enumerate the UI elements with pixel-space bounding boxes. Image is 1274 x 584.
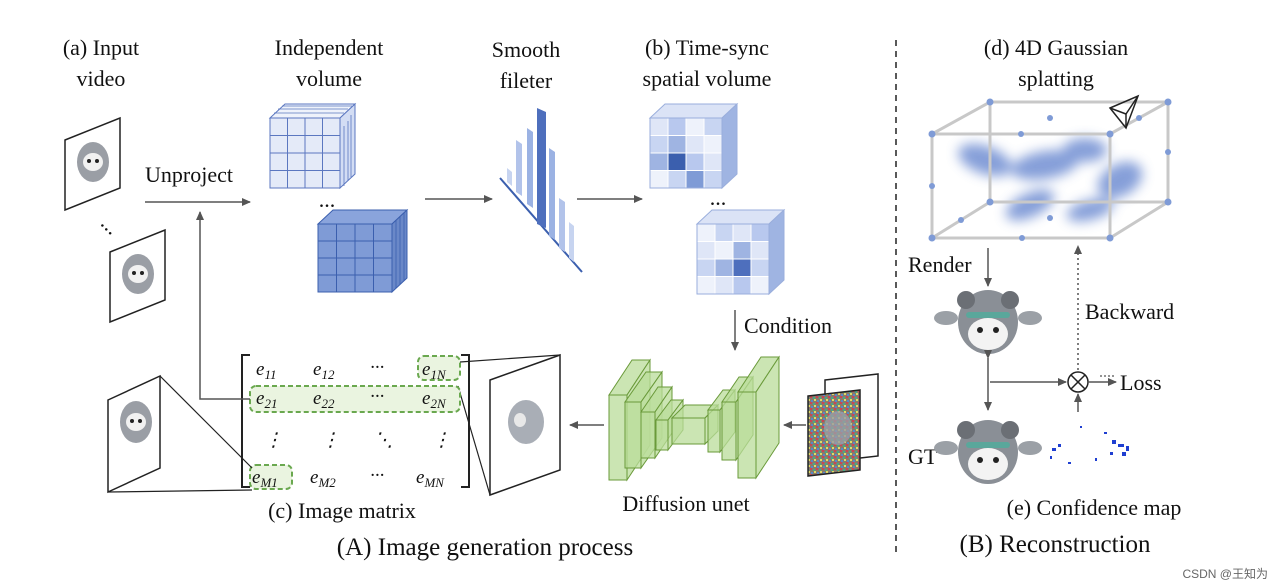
label-confidence-map: (e) Confidence map: [1007, 495, 1182, 520]
matrix-dots-r2: ···: [370, 386, 384, 407]
watermark: CSDN @王知为: [1182, 567, 1268, 581]
matrix-e12: e12: [313, 359, 335, 382]
confidence-map: [1050, 426, 1129, 464]
input-frame-1: [64, 116, 121, 212]
zoom-line-left-top: [159, 375, 253, 469]
matrix-eM1: eM1: [252, 467, 278, 490]
frames-dots: ...: [96, 210, 125, 239]
loss-multiply-node: [1067, 371, 1089, 393]
label-input-video-2: video: [77, 66, 126, 91]
matrix-e21: e21: [256, 388, 277, 411]
matrix-to-unproject-arrow: [196, 211, 250, 400]
matrix-vdots-3: ⋮: [432, 430, 451, 451]
caption-reconstruction: (B) Reconstruction: [960, 531, 1151, 558]
label-diffusion-unet: Diffusion unet: [622, 491, 749, 516]
timesync-volume-cube-1: [648, 102, 739, 190]
label-unproject: Unproject: [145, 162, 233, 187]
generated-image-frame: [489, 353, 561, 497]
matrix-source-frame: [107, 374, 161, 494]
matrix-eM2: eM2: [310, 467, 336, 490]
ground-truth-character: [934, 420, 1042, 484]
label-independent-volume: Independent: [275, 35, 384, 60]
label-gt: GT: [908, 444, 938, 469]
label-smooth-filter: Smooth: [492, 37, 560, 62]
caption-image-generation: (A) Image generation process: [337, 534, 633, 561]
independent-volume-cube-dark: [316, 208, 409, 294]
label-condition: Condition: [744, 313, 832, 338]
rendered-character: [934, 290, 1042, 354]
volume-dots: ...: [319, 187, 336, 212]
label-backward: Backward: [1085, 299, 1174, 324]
label-input-video: (a) Input: [63, 35, 139, 60]
label-independent-volume-2: volume: [296, 66, 362, 91]
matrix-eMN: eMN: [416, 467, 445, 490]
image-matrix: e11 e12 ··· e1N e21 e22 ··· e2N ⋮ ⋮ ⋱ ⋮ …: [241, 354, 470, 490]
matrix-ddots: ⋱: [374, 430, 393, 451]
smooth-filter-graphic: [499, 108, 583, 273]
label-time-sync-2: spatial volume: [643, 66, 772, 91]
zoom-line-left-bottom: [107, 489, 253, 493]
matrix-e11: e11: [256, 359, 276, 382]
label-smooth-filter-2: fileter: [500, 68, 553, 93]
label-loss: Loss: [1120, 370, 1162, 395]
matrix-vdots-1: ⋮: [264, 430, 283, 451]
timesync-dots: ...: [710, 185, 727, 210]
timesync-volume-cube-2: [695, 208, 786, 296]
label-gaussian-2: splatting: [1018, 66, 1094, 91]
matrix-e22: e22: [313, 388, 335, 411]
cell-highlight-M1: [249, 464, 293, 490]
camera-icon: [1108, 94, 1140, 130]
matrix-e2N: e2N: [422, 388, 447, 411]
matrix-dots-r4: ···: [370, 465, 384, 486]
cell-highlight-1N: [417, 355, 461, 381]
gaussian-splatting-box: [928, 94, 1172, 242]
matrix-e1N: e1N: [422, 359, 447, 382]
label-gaussian: (d) 4D Gaussian: [984, 35, 1128, 60]
independent-volume-cube-light: [268, 102, 357, 190]
label-image-matrix: (c) Image matrix: [268, 498, 416, 523]
matrix-vdots-2: ⋮: [321, 430, 340, 451]
noisy-image-stack: [807, 373, 879, 477]
label-render: Render: [908, 252, 972, 277]
label-time-sync: (b) Time-sync: [645, 35, 769, 60]
matrix-dots-r1: ···: [370, 357, 384, 378]
input-frame-2: [109, 228, 166, 324]
zoom-line-right-bottom: [457, 385, 491, 496]
diffusion-unet-graphic: [608, 355, 780, 482]
zoom-line-right-top: [459, 354, 561, 363]
